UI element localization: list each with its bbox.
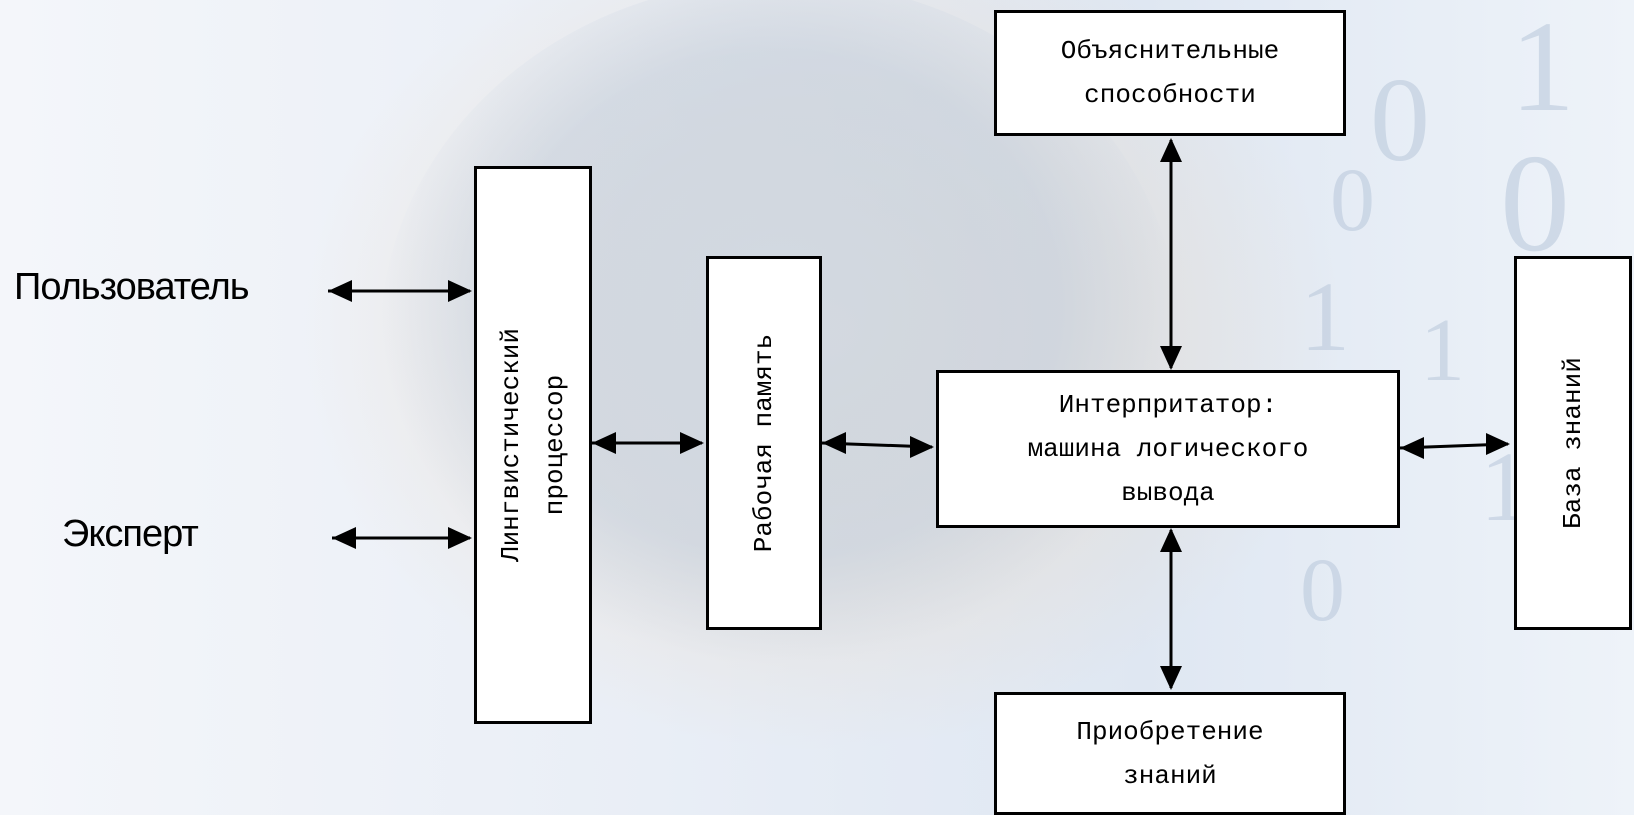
- svg-text:0: 0: [1330, 151, 1375, 250]
- svg-text:1: 1: [1300, 261, 1350, 372]
- arrowhead: [448, 280, 472, 302]
- knowledge-acquisition-block: Приобретение знаний: [994, 692, 1346, 815]
- working-memory-block: Рабочая память: [706, 256, 822, 630]
- actor-user: Пользователь: [14, 266, 250, 309]
- svg-text:0: 0: [1370, 53, 1430, 186]
- svg-text:1: 1: [1510, 0, 1575, 139]
- arrowhead: [332, 527, 356, 549]
- arrowhead: [1400, 437, 1424, 459]
- knowledge-acquisition-label: Приобретение знаний: [1076, 716, 1264, 791]
- arrowhead: [1160, 346, 1182, 370]
- arrowhead: [1160, 138, 1182, 162]
- arrowhead: [1160, 666, 1182, 690]
- interpreter-block: Интерпритатор: машина логического вывода: [936, 370, 1400, 528]
- knowledge-base-block: База знаний: [1514, 256, 1632, 630]
- explanation-block: Объяснительные способности: [994, 10, 1346, 136]
- svg-text:1: 1: [1420, 301, 1465, 400]
- arrowhead: [448, 527, 472, 549]
- svg-text:0: 0: [1500, 126, 1570, 281]
- interpreter-label: Интерпритатор: машина логического вывода: [1027, 390, 1309, 508]
- arrowhead: [1486, 433, 1510, 455]
- arrowhead: [822, 432, 846, 454]
- arrowhead: [1160, 528, 1182, 552]
- svg-text:0: 0: [1300, 541, 1345, 640]
- arrowhead: [910, 436, 934, 458]
- actor-user-label: Пользователь: [14, 266, 250, 308]
- actor-expert-label: Эксперт: [62, 513, 199, 555]
- explanation-label: Объяснительные способности: [1060, 36, 1280, 110]
- arrowhead: [328, 280, 352, 302]
- arrowhead: [680, 432, 704, 454]
- actor-expert: Эксперт: [62, 513, 199, 556]
- linguistic-processor-block: Лингвистический процессор: [474, 166, 592, 724]
- arrowhead: [592, 432, 616, 454]
